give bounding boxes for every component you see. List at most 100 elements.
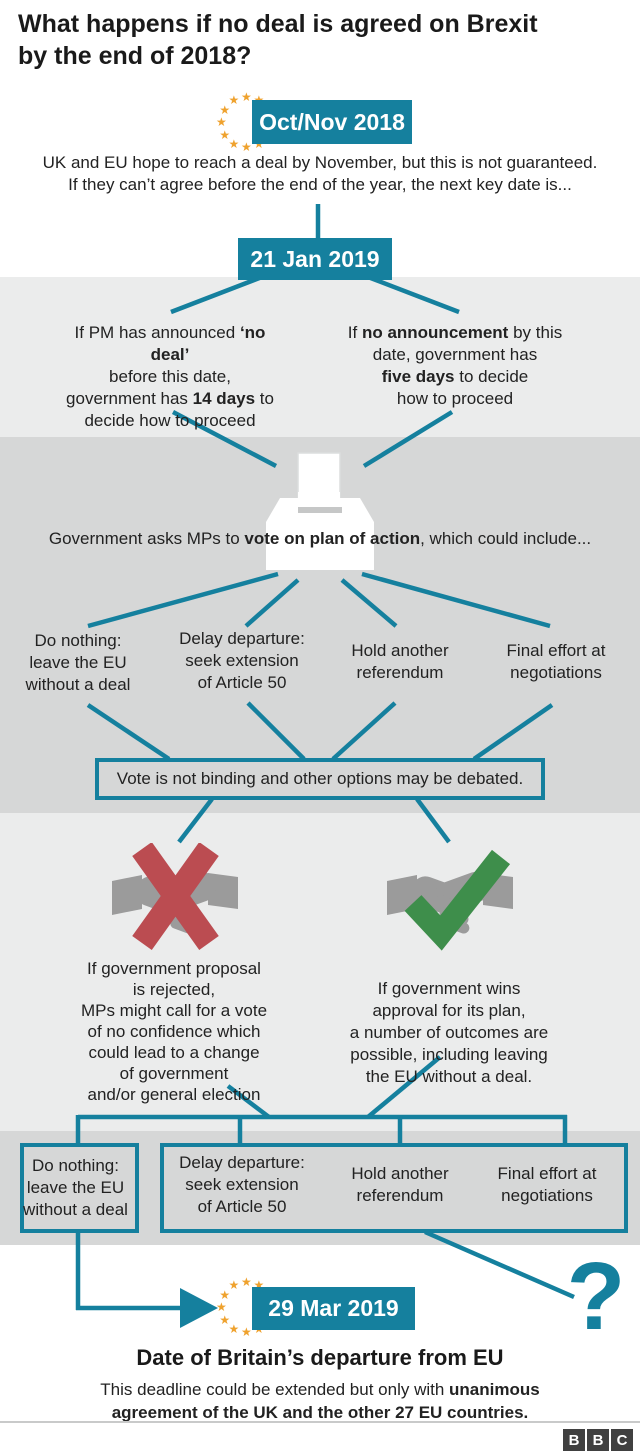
eu-star: ★ — [228, 136, 240, 151]
eu-star: ★ — [216, 115, 227, 129]
green-check-mark — [404, 849, 511, 951]
txt: Delay departure: — [179, 1153, 305, 1172]
band-jan-branches — [0, 277, 640, 437]
txt: is rejected, — [132, 980, 216, 999]
ballot-slot — [298, 507, 342, 513]
txt: If government proposal — [87, 959, 261, 978]
date-badge-octnov-2018: Oct/Nov 2018 — [252, 100, 412, 144]
txt: of no confidence which — [87, 1022, 261, 1041]
txt: before this date, — [109, 367, 231, 386]
line-rejected-down — [226, 1084, 271, 1119]
txt: Hold another — [351, 1164, 449, 1183]
intro-text: UK and EU hope to reach a deal by Novemb… — [0, 152, 640, 196]
left-forearm — [387, 875, 417, 915]
line-ballot-to-opt3 — [340, 578, 398, 628]
txt: of government — [119, 1064, 229, 1083]
ballot-box-front — [266, 522, 374, 570]
intro-line1: UK and EU hope to reach a deal by Novemb… — [42, 153, 598, 172]
txt-bold: five days — [381, 367, 455, 386]
txt: negotiations — [510, 663, 602, 682]
final-box-do-nothing — [20, 1143, 139, 1233]
txt: Do nothing: — [32, 1156, 119, 1175]
line-opt4-to-note — [472, 703, 554, 761]
txt-bold: unanimous — [449, 1380, 540, 1399]
txt: Do nothing: — [34, 631, 122, 650]
txt: and/or general election — [87, 1085, 261, 1104]
txt: approval for its plan, — [372, 1001, 526, 1020]
final-delay-text: Delay departure: seek extension of Artic… — [162, 1152, 322, 1218]
line-jan-to-right — [367, 274, 460, 315]
txt-bold: agreement of the UK and the other 27 EU … — [111, 1403, 529, 1422]
txt: a number of outcomes are — [349, 1023, 549, 1042]
footer-divider — [0, 1421, 640, 1423]
line-note-to-rejected — [177, 797, 214, 844]
band-outcomes — [0, 813, 640, 1131]
line-jan-to-left — [170, 274, 263, 315]
departure-note: This deadline could be extended but only… — [0, 1378, 640, 1424]
vote-note-text: Vote is not binding and other options ma… — [116, 769, 524, 788]
txt-bold: vote on plan of action — [244, 529, 421, 548]
final-referendum-text: Hold another referendum — [320, 1163, 480, 1207]
eu-star: ★ — [219, 127, 231, 142]
txt: If government wins — [377, 979, 521, 998]
option-referendum: Hold another referendum — [320, 640, 480, 684]
txt: Government asks MPs to — [48, 529, 245, 548]
line-right-to-ballot — [362, 410, 454, 468]
txt: of Article 50 — [197, 673, 287, 692]
txt: Final effort at — [497, 1164, 597, 1183]
eu-star: ★ — [241, 1275, 252, 1289]
txt: of Article 50 — [197, 1197, 287, 1216]
ballot-box-icon — [266, 452, 374, 570]
txt-bold: ‘no deal’ — [150, 323, 266, 364]
page-title-line1: What happens if no deal is agreed on Bre… — [18, 10, 538, 38]
eu-star: ★ — [241, 90, 252, 104]
txt: seek extension — [185, 651, 299, 670]
txt: decide how to proceed — [84, 411, 256, 430]
txt: Hold another — [351, 641, 449, 660]
line-left-to-ballot — [171, 410, 278, 468]
txt: leave the EU — [26, 1178, 125, 1197]
final-negotiate-text: Final effort at negotiations — [472, 1163, 622, 1207]
txt: how to proceed — [396, 389, 514, 408]
line-opt3-to-note — [331, 701, 397, 761]
eu-star: ★ — [219, 1312, 231, 1327]
right-forearm — [208, 873, 238, 909]
txt: If PM has announced — [74, 323, 240, 342]
bbc-logo-block: B — [587, 1429, 609, 1451]
txt: Delay departure: — [179, 629, 305, 648]
question-mark-icon: ? — [566, 1243, 626, 1350]
txt: referendum — [356, 1186, 444, 1205]
txt: possible, including leaving — [350, 1045, 548, 1064]
intro-line2: If they can’t agree before the end of th… — [68, 175, 572, 194]
ballot-paper-base — [298, 492, 340, 506]
eu-star: ★ — [216, 1300, 227, 1314]
txt: MPs might call for a vote — [80, 1001, 268, 1020]
txt: This deadline could be extended but only… — [100, 1380, 450, 1399]
left-forearm — [112, 875, 142, 915]
approved-text: If government wins approval for its plan… — [334, 978, 564, 1088]
eu-star: ★ — [241, 1325, 252, 1339]
txt-bold: 14 days — [192, 389, 256, 408]
page-title-line2: by the end of 2018? — [18, 42, 252, 70]
branch-announced-text: If PM has announced ‘no deal’ before thi… — [55, 322, 285, 432]
txt-bold: no announcement — [361, 323, 509, 342]
line-ballot-to-opt4 — [361, 571, 551, 629]
line-ballot-to-opt1 — [87, 571, 279, 629]
eu-star: ★ — [228, 1278, 240, 1293]
vote-prompt-text: Government asks MPs to vote on plan of a… — [0, 528, 640, 550]
bbc-logo-block: C — [611, 1429, 633, 1451]
txt: If — [347, 323, 362, 342]
final-box-other-options — [160, 1143, 628, 1233]
txt: the EU without a deal. — [365, 1067, 533, 1086]
handshake-approved-icon — [387, 849, 513, 951]
eu-star: ★ — [228, 93, 240, 108]
page-title: What happens if no deal is agreed on Bre… — [18, 8, 618, 72]
bbc-logo: B B C — [563, 1429, 633, 1451]
red-x-mark — [132, 843, 219, 950]
line-to-question — [424, 1229, 575, 1300]
eu-star: ★ — [228, 1321, 240, 1336]
txt: without a deal — [25, 675, 131, 694]
branch-none-text: If no announcement by this date, governm… — [340, 322, 570, 410]
option-negotiate: Final effort at negotiations — [476, 640, 636, 684]
